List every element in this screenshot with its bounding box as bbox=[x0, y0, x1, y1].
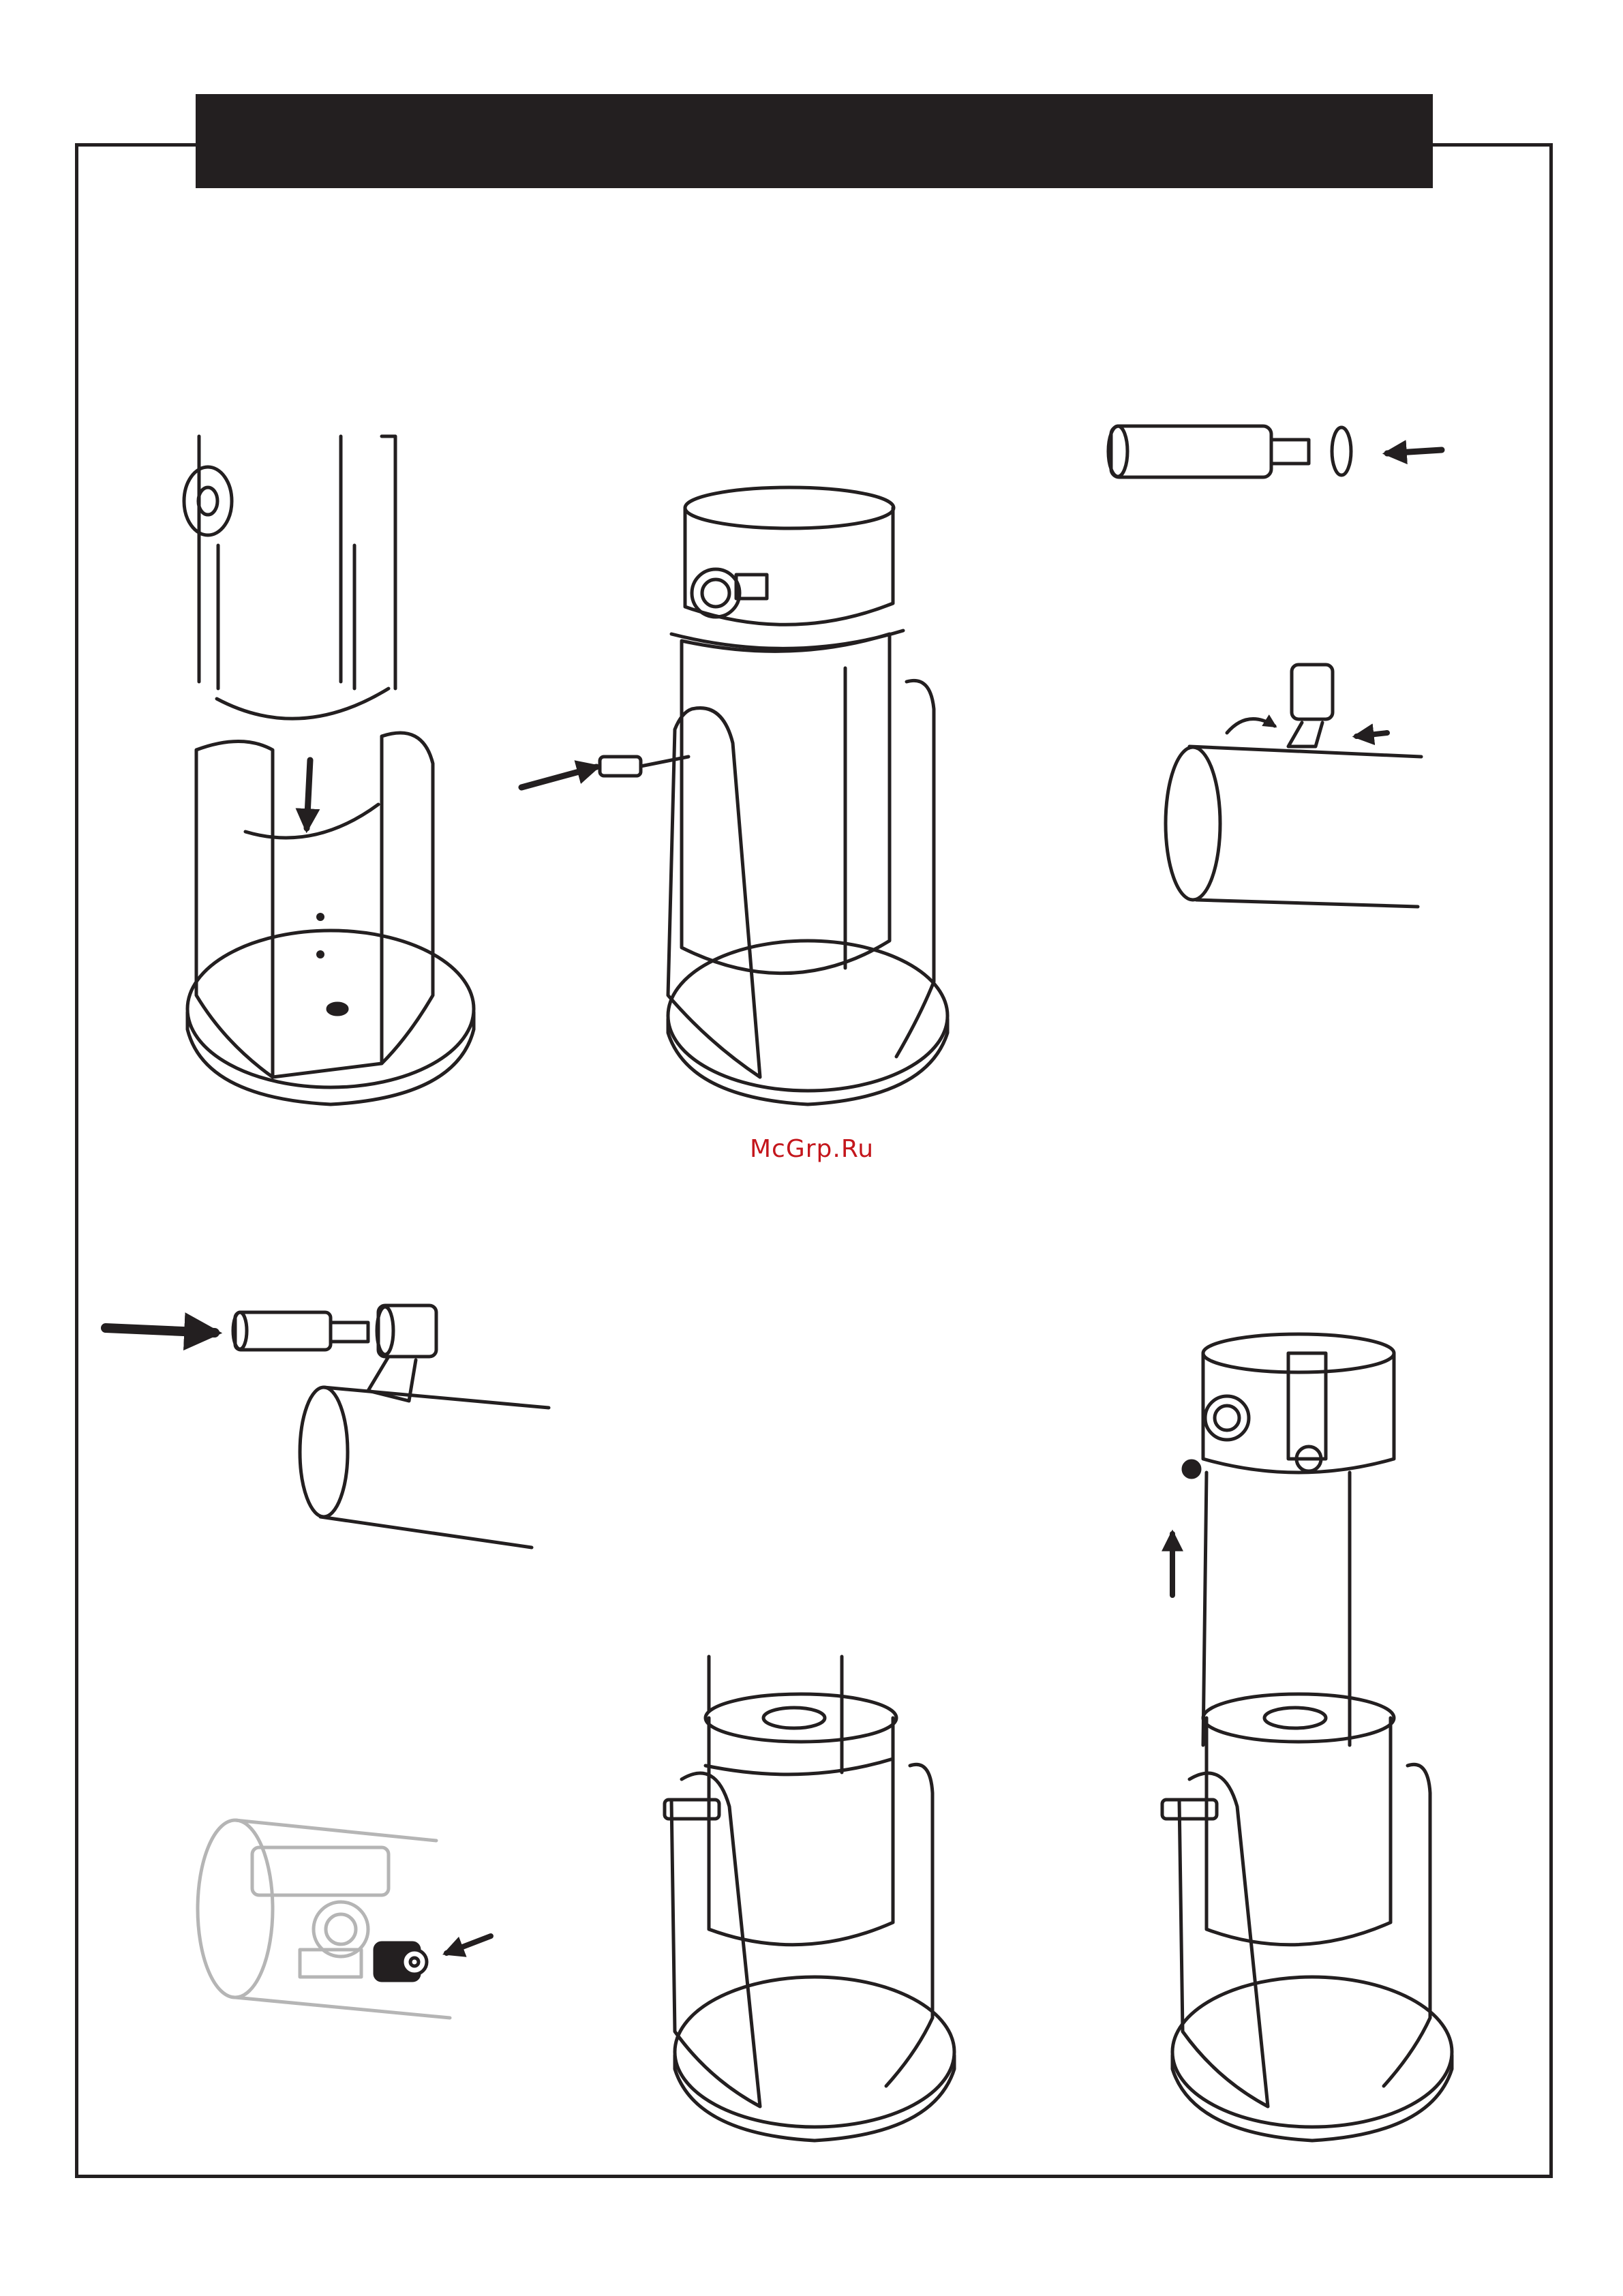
finder-bracket-illustration bbox=[1166, 665, 1421, 907]
eyepiece-o-ring-illustration bbox=[1108, 426, 1442, 477]
insert-finder-illustration bbox=[106, 1305, 549, 1547]
truss-extend-illustration bbox=[1162, 1334, 1452, 2141]
eyepiece-faded-illustration bbox=[198, 1820, 491, 2018]
base-insert-tube-illustration bbox=[184, 436, 474, 1104]
attach-handle-illustration bbox=[521, 487, 947, 1104]
truss-lower-illustration bbox=[665, 1657, 954, 2141]
watermark: McGrp.Ru bbox=[750, 1135, 893, 1163]
